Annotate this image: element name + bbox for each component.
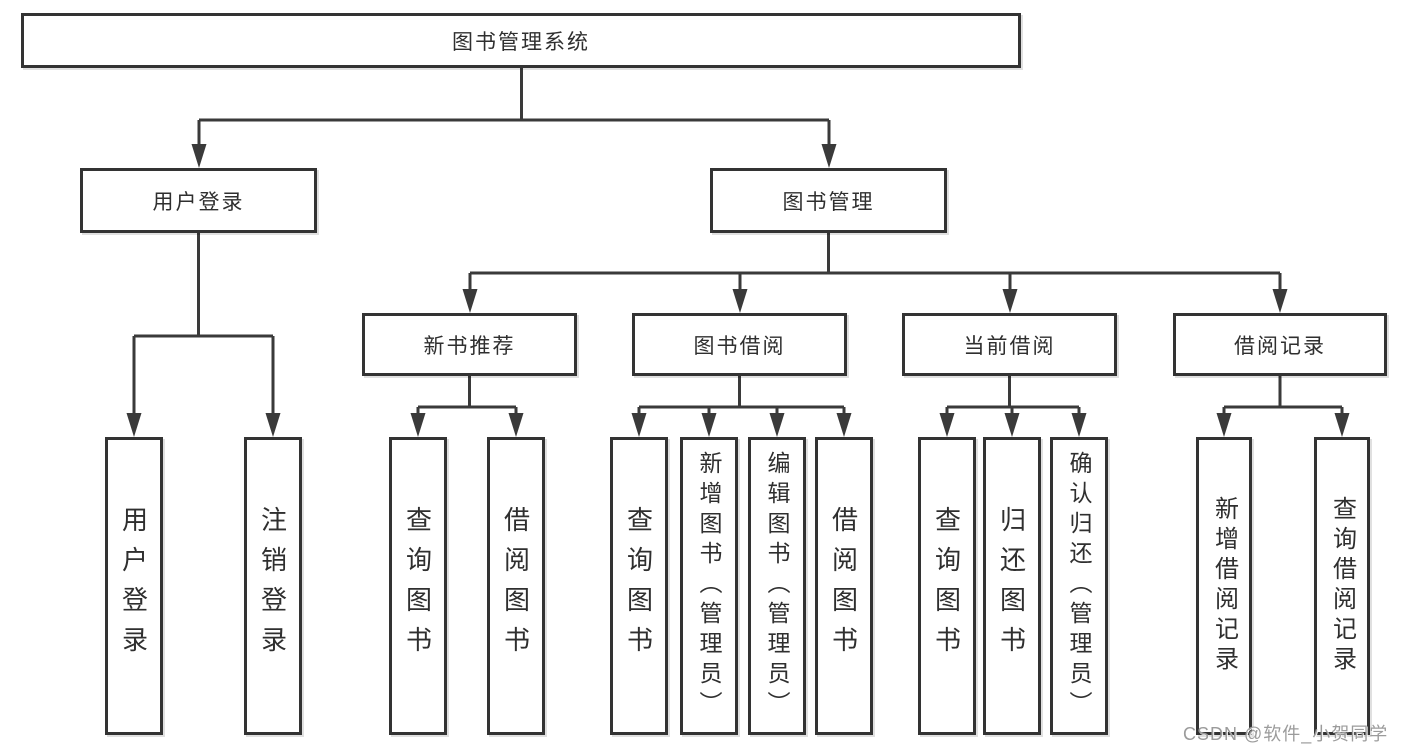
leaf-borrow-edit-books-admin: 编辑图书（管理员）: [748, 437, 806, 735]
connector-book-management-to-level3: [462, 233, 1288, 313]
leaf-newrec-borrow-books: 借阅图书: [487, 437, 545, 735]
leaf-records-add-borrow-record: 新增借阅记录: [1196, 437, 1252, 735]
leaf-newrec-query-books: 查询图书: [389, 437, 447, 735]
leaf-borrow-query-books: 查询图书: [610, 437, 668, 735]
node-borrow-records: 借阅记录: [1173, 313, 1387, 376]
leaf-records-query-borrow-record: 查询借阅记录: [1314, 437, 1370, 735]
leaf-current-query-books: 查询图书: [918, 437, 976, 735]
leaf-current-return-books: 归还图书: [983, 437, 1041, 735]
connector-root-to-level2: [191, 68, 837, 168]
connector-user-login-subtree: [126, 233, 281, 437]
node-book-management: 图书管理: [710, 168, 947, 233]
leaf-current-confirm-return-admin: 确认归还（管理员）: [1050, 437, 1108, 735]
node-library-management-system: 图书管理系统: [21, 13, 1021, 68]
node-new-book-recommend: 新书推荐: [362, 313, 577, 376]
node-current-borrow: 当前借阅: [902, 313, 1117, 376]
leaf-user-login: 用户登录: [105, 437, 163, 735]
leaf-borrow-add-books-admin: 新增图书（管理员）: [680, 437, 738, 735]
connector-current-borrow-subtree: [939, 376, 1087, 437]
node-book-borrow: 图书借阅: [632, 313, 847, 376]
leaf-borrow-borrow-books: 借阅图书: [815, 437, 873, 735]
watermark-text: CSDN @软件_小贺同学: [1183, 724, 1389, 744]
node-user-login: 用户登录: [80, 168, 317, 233]
leaf-logout: 注销登录: [244, 437, 302, 735]
connector-book-borrow-subtree: [631, 376, 852, 437]
connector-borrow-records-subtree: [1216, 376, 1350, 437]
connector-new-book-recommend-subtree: [410, 376, 524, 437]
